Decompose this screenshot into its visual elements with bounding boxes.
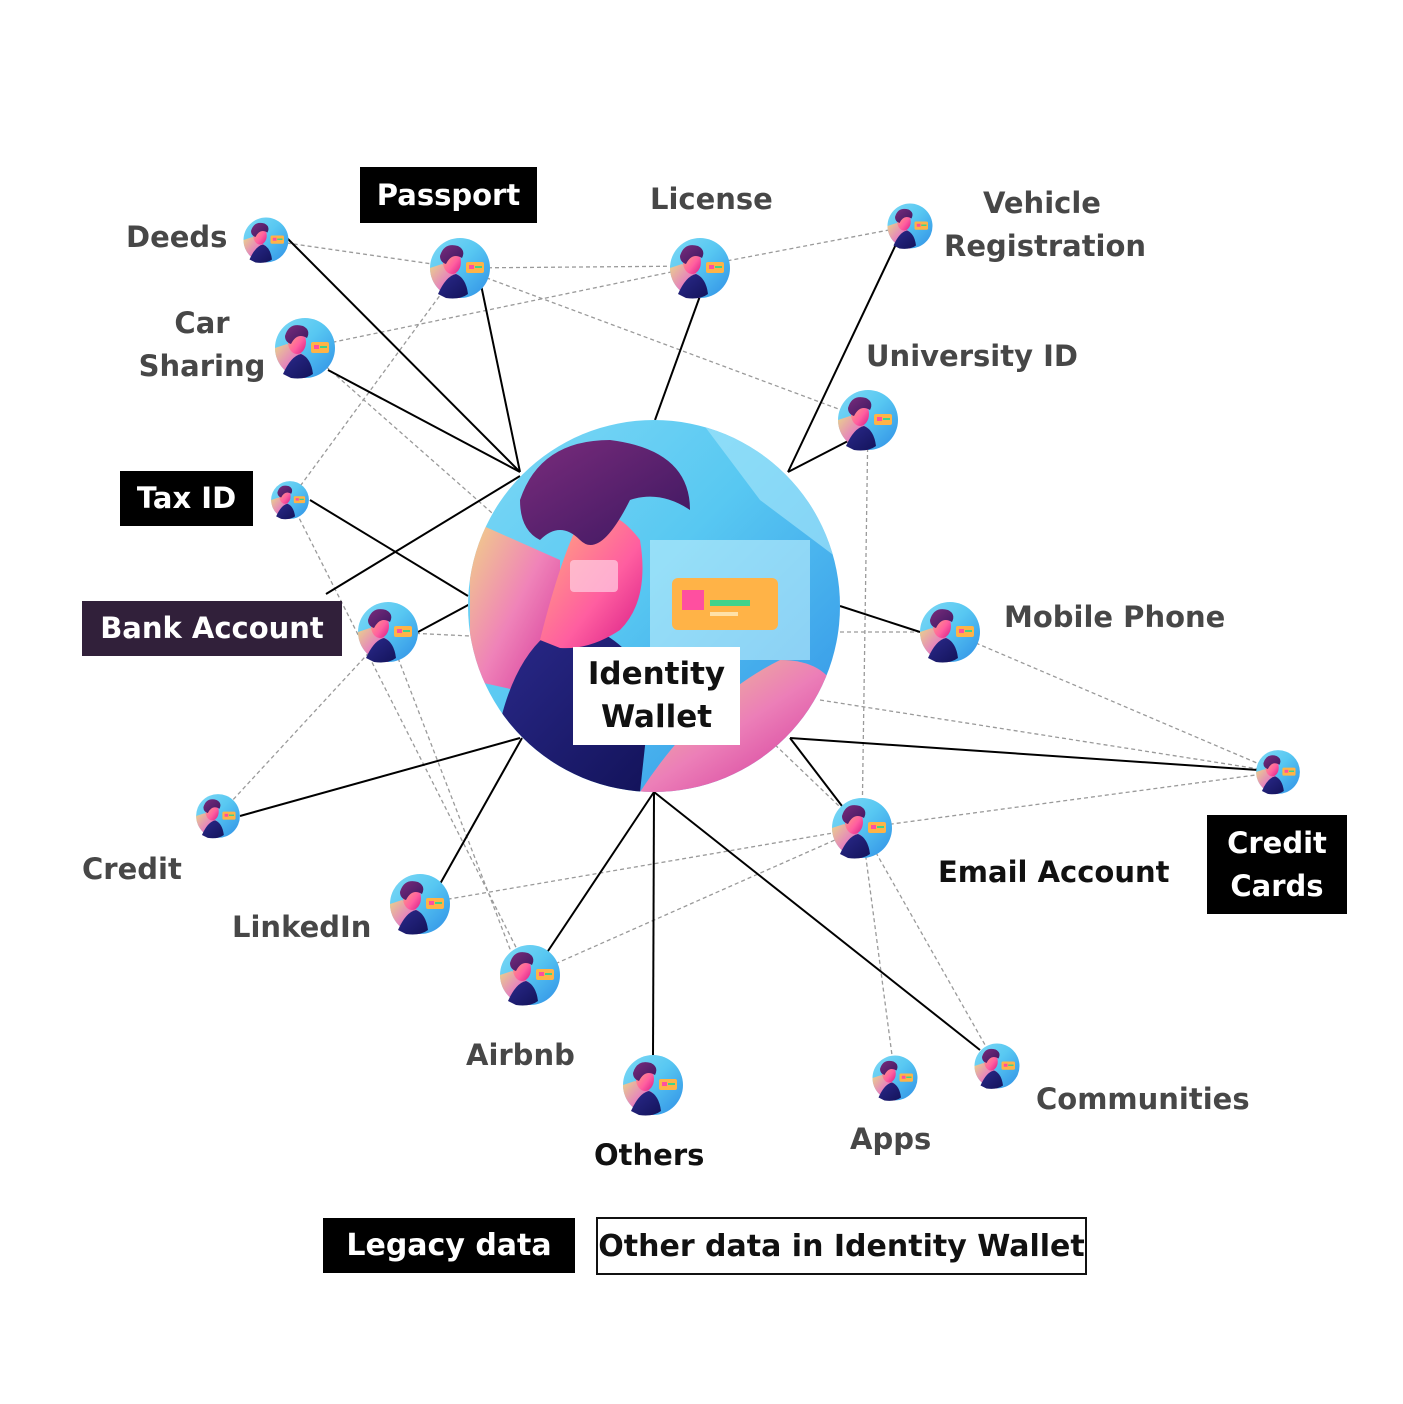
label-tax-id: Tax ID xyxy=(120,471,253,526)
identity-wallet-label: Identity Wallet xyxy=(573,647,740,745)
label-university-id: University ID xyxy=(866,339,1078,373)
avatar-car-sharing xyxy=(275,318,335,379)
avatar-others xyxy=(623,1055,683,1116)
avatar-credit xyxy=(196,794,240,839)
label-linkedin: LinkedIn xyxy=(232,910,372,944)
label-apps: Apps xyxy=(850,1122,932,1156)
label-airbnb: Airbnb xyxy=(466,1038,575,1072)
label-car-sharing: Car Sharing xyxy=(138,302,266,388)
label-passport: Passport xyxy=(360,167,537,223)
avatar-mobile-phone xyxy=(920,602,980,663)
label-mobile-phone: Mobile Phone xyxy=(1004,600,1226,634)
label-others: Others xyxy=(594,1138,705,1172)
label-license: License xyxy=(650,182,773,216)
label-credit-cards-line1: Credit xyxy=(1227,825,1327,860)
identity-wallet-line2: Wallet xyxy=(600,699,713,735)
label-vehicle-line1: Vehicle xyxy=(983,186,1101,220)
avatar-apps xyxy=(872,1055,918,1101)
avatar-tax-id xyxy=(271,481,309,520)
label-communities: Communities xyxy=(1036,1082,1250,1116)
avatar-license xyxy=(670,238,730,299)
avatar-credit-cards xyxy=(1256,750,1300,795)
label-vehicle-line2: Registration xyxy=(944,229,1147,263)
label-car-line1: Car xyxy=(174,306,230,340)
label-credit: Credit xyxy=(82,852,182,886)
label-email-account: Email Account xyxy=(938,855,1170,889)
avatar-deeds xyxy=(243,217,289,263)
avatar-email-account xyxy=(832,798,892,859)
identity-wallet-line1: Identity xyxy=(587,656,726,692)
label-credit-cards-line2: Cards xyxy=(1230,868,1324,903)
label-credit-cards: Credit Cards xyxy=(1207,815,1347,914)
avatar-airbnb xyxy=(500,945,560,1006)
legend-legacy-data: Legacy data xyxy=(323,1218,575,1273)
avatar-communities xyxy=(974,1043,1020,1089)
legend-other-data: Other data in Identity Wallet xyxy=(596,1217,1087,1275)
avatar-linkedin xyxy=(390,874,450,935)
label-deeds: Deeds xyxy=(126,220,228,254)
label-vehicle-registration: Vehicle Registration xyxy=(944,182,1147,268)
avatar-vehicle-registration xyxy=(887,203,933,249)
label-car-line2: Sharing xyxy=(138,349,266,383)
solid-links xyxy=(239,236,1259,1057)
label-bank-account: Bank Account xyxy=(82,601,342,656)
